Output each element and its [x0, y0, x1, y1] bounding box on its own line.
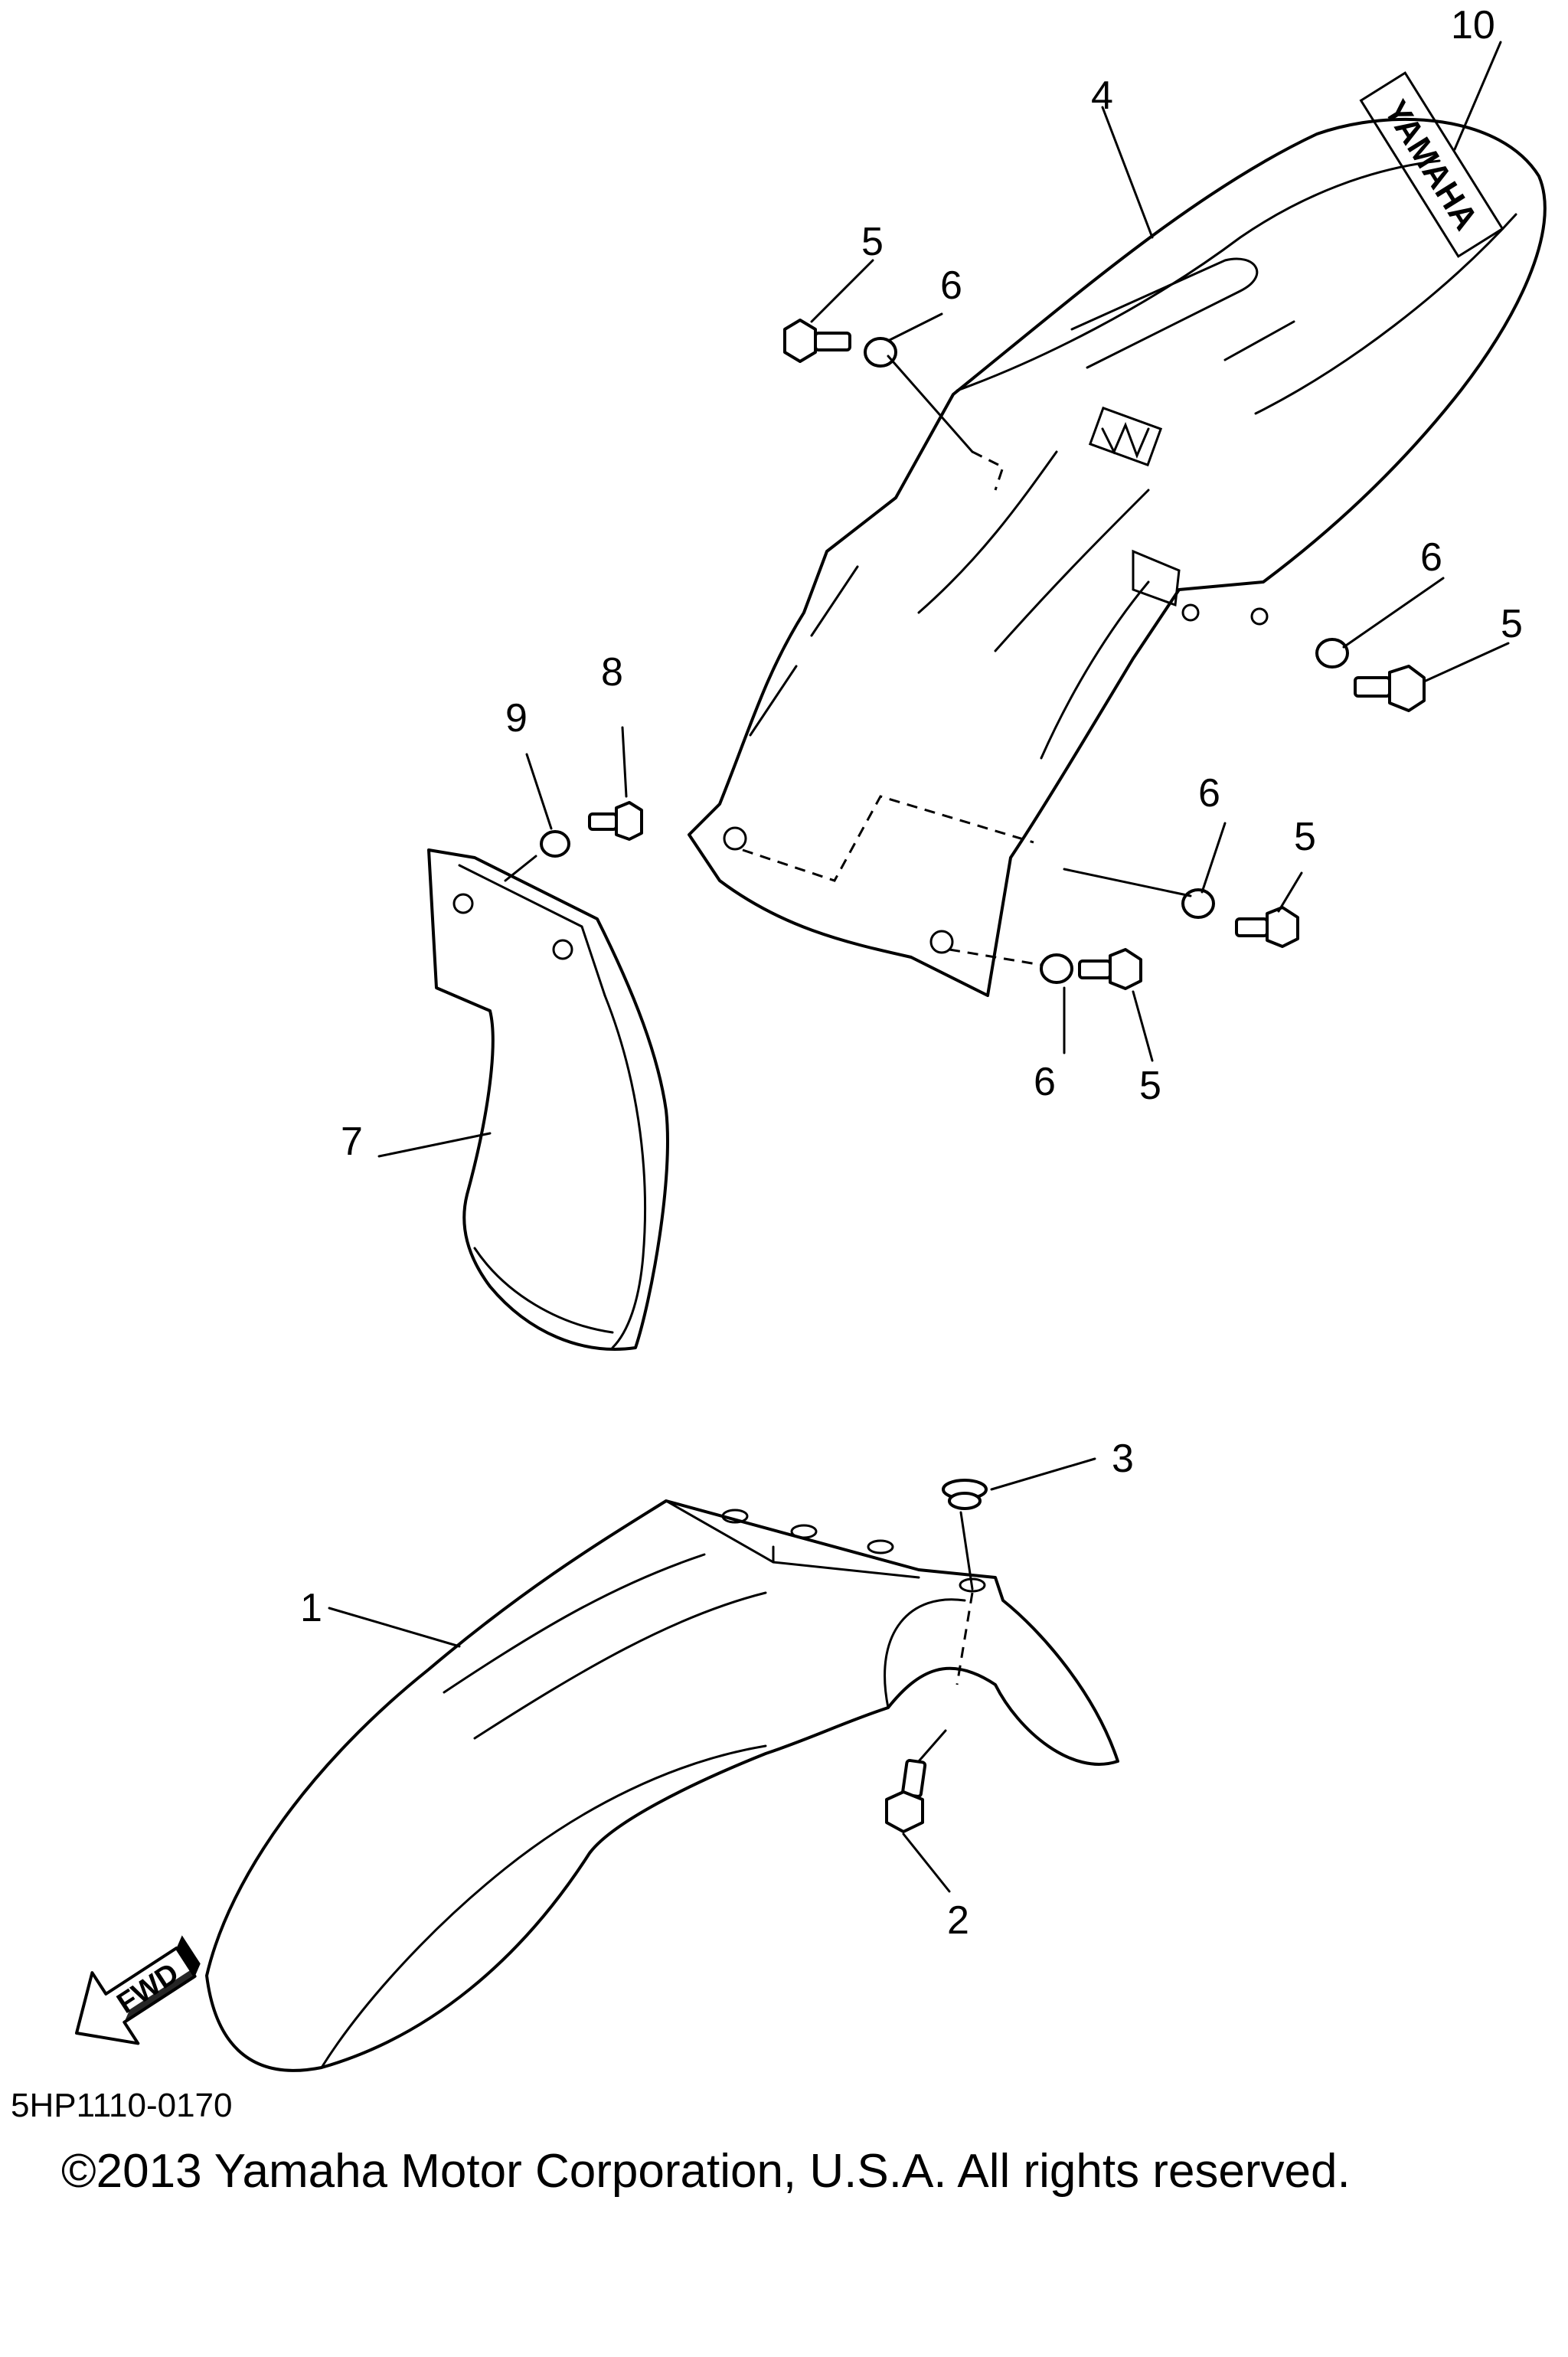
copyright-notice: ©2013 Yamaha Motor Corporation, U.S.A. A…: [61, 2145, 1351, 2198]
callout-3: 3: [1112, 1437, 1134, 1481]
callout-6-upper-left: 6: [940, 263, 962, 308]
bolt-lower-center: [1078, 948, 1142, 990]
washer-mud-flap: [540, 830, 570, 858]
collar-right: [1315, 638, 1349, 669]
bolt-upper-left: [783, 319, 851, 363]
bolt-right: [1354, 665, 1426, 712]
callout-5-lower-center: 5: [1139, 1064, 1161, 1108]
rear-fender: YAMAHA: [688, 71, 1547, 997]
callout-6-lower-center: 6: [1034, 1060, 1056, 1104]
collar-lower-center: [1040, 953, 1073, 984]
collar-lower-right: [1181, 888, 1215, 919]
callout-10: 10: [1451, 3, 1495, 47]
front-fender: [205, 1499, 1119, 2072]
bolt-front-fender: [885, 1759, 927, 1833]
callout-7: 7: [341, 1120, 363, 1164]
callout-4: 4: [1091, 74, 1113, 118]
bolt-mud-flap: [588, 801, 643, 841]
diagram-code: 5HP1110-0170: [11, 2087, 233, 2124]
fwd-arrow-icon: FWD: [75, 1935, 201, 2045]
bolt-lower-right: [1235, 906, 1299, 948]
callout-6-right: 6: [1420, 535, 1442, 580]
callout-2: 2: [947, 1898, 969, 1943]
callout-5-lower-right: 5: [1294, 815, 1316, 859]
callout-1: 1: [300, 1586, 322, 1630]
callout-5-right: 5: [1501, 602, 1523, 646]
callout-6-lower-right: 6: [1198, 771, 1220, 816]
mud-flap: [427, 848, 669, 1351]
callout-5-upper-left: 5: [861, 220, 884, 264]
grommet: [942, 1479, 988, 1510]
collar-upper-left: [864, 337, 897, 368]
callout-9: 9: [505, 696, 528, 740]
callout-8: 8: [601, 650, 623, 695]
